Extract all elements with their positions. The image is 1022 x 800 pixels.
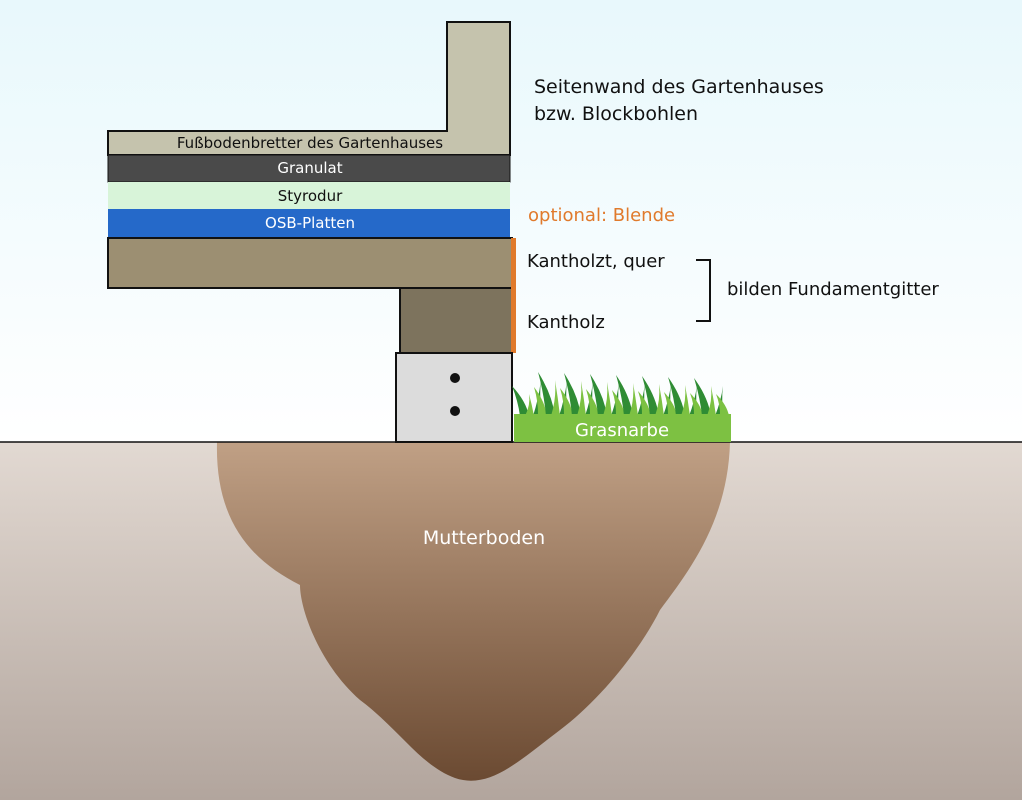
- grass-blade: [560, 388, 573, 416]
- grass-blade: [616, 375, 633, 416]
- grass-blade: [638, 391, 651, 416]
- grass-blade: [586, 389, 599, 416]
- grass-blade: [690, 393, 703, 416]
- topsoil-area: [216, 442, 731, 781]
- granulate-label: Granulat: [277, 159, 342, 177]
- cross-beam: [107, 237, 513, 289]
- granulate-layer: [107, 154, 511, 183]
- grass-blade: [590, 374, 607, 416]
- styrodur-layer: [108, 182, 510, 209]
- grass-blade: [664, 392, 677, 416]
- grass-blade: [642, 376, 659, 416]
- grass-blade: [534, 387, 547, 416]
- osb-layer: [108, 209, 510, 237]
- topsoil-label: Mutterboden: [423, 527, 545, 549]
- bracket-note-label: bilden Fundamentgitter: [727, 279, 939, 300]
- grass-blade: [564, 373, 581, 416]
- grass-blade: [603, 382, 612, 416]
- optional-cover-label: optional: Blende: [528, 205, 675, 226]
- optional-cover-strip: [511, 238, 516, 353]
- osb-label: OSB-Platten: [265, 214, 355, 232]
- foundation-block-dot: [450, 406, 460, 416]
- grass-blade: [694, 378, 711, 416]
- beam: [399, 287, 513, 354]
- grass-blade: [538, 372, 555, 416]
- grass-blade: [612, 390, 625, 416]
- side-wall-label-line2: bzw. Blockbohlen: [534, 103, 698, 125]
- grass-blade: [655, 384, 664, 416]
- bracket: [696, 259, 711, 322]
- styrodur-label: Styrodur: [278, 187, 343, 205]
- grass-blades: [512, 372, 729, 416]
- floorboards-label: Fußbodenbretter des Gartenhauses: [177, 134, 443, 152]
- grass-blade: [577, 381, 586, 416]
- grass-blade: [551, 380, 560, 416]
- foundation-block: [395, 352, 513, 443]
- beam-label: Kantholz: [527, 312, 605, 333]
- turf-strip: [514, 414, 731, 442]
- turf-label: Grasnarbe: [575, 420, 669, 441]
- cross-beam-label: Kantholzt, quer: [527, 251, 665, 272]
- grass-blade: [681, 385, 690, 416]
- grass-blade: [716, 394, 729, 416]
- grass-blade: [629, 383, 638, 416]
- grass-blade: [707, 386, 716, 416]
- grass-blade: [512, 386, 529, 416]
- grass-blade: [668, 377, 685, 416]
- foundation-block-dot: [450, 373, 460, 383]
- grass-blade: [525, 394, 534, 416]
- side-wall-label-line1: Seitenwand des Gartenhauses: [534, 76, 824, 98]
